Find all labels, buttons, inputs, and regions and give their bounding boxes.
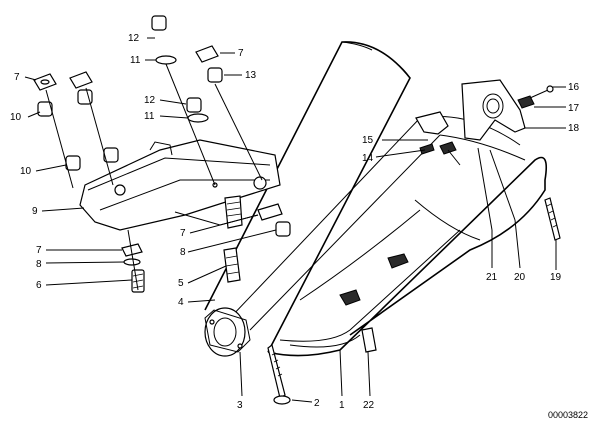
- callout-19: 19: [550, 272, 562, 283]
- callout-17: 17: [568, 103, 580, 114]
- bolt-stack-left: [121, 229, 145, 293]
- reference-code: 00003822: [548, 410, 588, 420]
- callout-6: 6: [36, 280, 42, 291]
- callout-labels: 12 7 11 13 7 10 12 11 10 9 7 8 7 8 6 5 4…: [10, 33, 580, 411]
- callout-8: 8: [180, 247, 186, 258]
- callout-7: 7: [238, 48, 244, 59]
- callout-16: 16: [568, 82, 580, 93]
- callout-1: 1: [339, 400, 345, 411]
- bolt-stack-center: [223, 203, 291, 283]
- callout-3: 3: [237, 400, 243, 411]
- callout-21: 21: [486, 272, 498, 283]
- mount-stack-mid: [69, 71, 119, 186]
- front-flange: [204, 307, 251, 357]
- callout-10: 10: [20, 166, 32, 177]
- small-fittings: [339, 147, 516, 353]
- callout-13: 13: [245, 70, 257, 81]
- callout-18: 18: [568, 123, 580, 134]
- stud-19: [544, 197, 561, 241]
- callout-4: 4: [178, 297, 184, 308]
- callout-12: 12: [128, 33, 140, 44]
- callout-7: 7: [36, 245, 42, 256]
- callout-9: 9: [32, 206, 38, 217]
- callout-22: 22: [363, 400, 375, 411]
- callout-10: 10: [10, 112, 22, 123]
- callout-15: 15: [362, 135, 374, 146]
- leader-lines: [24, 37, 566, 403]
- callout-5: 5: [178, 278, 184, 289]
- callout-7: 7: [14, 72, 20, 83]
- clamp-14-15: [415, 111, 461, 166]
- callout-8: 8: [36, 259, 42, 270]
- bolt-2: [267, 343, 291, 405]
- main-tube: [204, 41, 548, 357]
- callout-20: 20: [514, 272, 526, 283]
- callout-14: 14: [362, 153, 374, 164]
- callout-2: 2: [314, 398, 320, 409]
- callout-11: 11: [130, 55, 141, 66]
- rear-bracket: [461, 79, 554, 141]
- mount-stack-top: [151, 15, 263, 186]
- callout-7: 7: [180, 228, 186, 239]
- callout-12: 12: [144, 95, 156, 106]
- callout-11: 11: [144, 111, 155, 122]
- mount-stack-left: [33, 73, 81, 189]
